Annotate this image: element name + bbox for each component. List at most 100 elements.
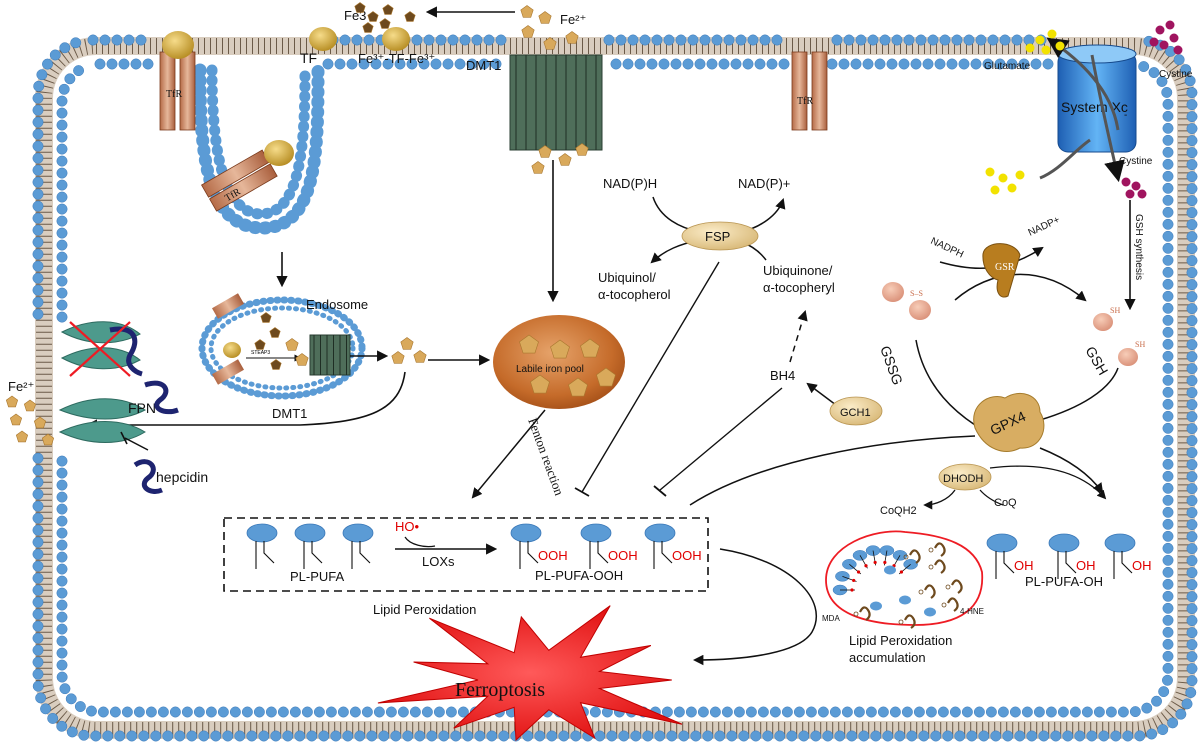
cystine-molecules-outside [1149, 20, 1183, 55]
glutamate-dot [1047, 29, 1057, 39]
pl-pufa-ooh-label: PL-PUFA-OOH [535, 568, 623, 583]
cystine-dot [1149, 37, 1159, 47]
pl-pufa-oh-molecule: OH [1048, 533, 1096, 579]
transferrin-icon [162, 31, 194, 59]
iron-ion-icon [391, 351, 405, 364]
fsp-inhibit-line [581, 261, 720, 493]
oxygen-dot [856, 570, 861, 574]
gch1-label: GCH1 [840, 407, 871, 419]
gsr-label: GSR [995, 262, 1015, 273]
thiol-label-a: SH [1110, 306, 1120, 315]
ferric-iron-icon [260, 312, 272, 323]
hepcidin-inhibit-bar [120, 431, 128, 445]
loxs-label: LOXs [422, 554, 455, 569]
aldehyde-oxygen-icon [928, 547, 934, 553]
pl-pufa-oh-lipids: OH OH OH [986, 533, 1152, 579]
aldehyde-oxygen-icon [945, 584, 951, 590]
glutamate-dot [1055, 41, 1065, 51]
glutamate-dot [1025, 43, 1035, 53]
coqh2-label: CoQH2 [880, 505, 917, 517]
coq-to-dhodh-curve [979, 489, 1004, 506]
iron-ion-icon [543, 37, 557, 50]
cystine-dot [1131, 181, 1141, 191]
fenton-reaction-label: Fenton reaction [525, 416, 567, 498]
iron-ion-icon [15, 430, 29, 443]
ferric-iron-icon [354, 2, 366, 13]
ferric-iron-icon [382, 4, 394, 15]
endosome: STEAP3 [198, 293, 366, 400]
aldehyde-adduct-icon [859, 606, 871, 621]
pl-pufa-oh-molecule: OH [986, 533, 1034, 579]
lipid-group-label: OOH [538, 548, 568, 563]
aldehyde-adduct-icon [947, 597, 959, 612]
iron-ion-icon [520, 5, 534, 18]
lp-accumulation-label-1: Lipid Peroxidation [849, 633, 952, 648]
hne-label: 4-HNE [960, 607, 984, 616]
cystine-dot [1169, 33, 1179, 43]
aldehyde-oxygen-icon [928, 564, 934, 570]
iron-ion-icon [33, 416, 47, 429]
lipid-peroxidation-accumulation: MDA 4-HNE [822, 530, 984, 629]
cystine-import-arrow [1090, 54, 1125, 183]
holo-transferrin-icon [382, 27, 410, 51]
cystine-dot [1155, 25, 1165, 35]
labile-iron-pool-label: Labile iron pool [516, 364, 584, 375]
ferroportin-blocked [60, 321, 143, 377]
cystine-dot [1159, 40, 1169, 50]
fpn-label: FPN [128, 400, 156, 416]
fsp-label: FSP [705, 229, 730, 244]
pl-pufa-ooh-molecule: OOH [644, 523, 702, 569]
lipid-group-label: OOH [608, 548, 638, 563]
endocytic-pit-inner [206, 64, 311, 220]
ubiquinone-label: Ubiquinone/ [763, 263, 833, 278]
tocopherol-label: α-tocopherol [598, 287, 671, 302]
glutamate-dot [1015, 170, 1025, 180]
cell-membrane [32, 34, 1198, 742]
bh4-label: BH4 [770, 368, 795, 383]
pool-iron-ions [519, 334, 616, 397]
lipid-group-label: OH [1076, 558, 1096, 573]
aldehyde-adduct-icon [934, 559, 946, 574]
iron-ion-icon [538, 11, 552, 24]
gssg-to-gsh-arrow [954, 273, 1087, 302]
bh4-to-ubiquinone-arrow [789, 309, 808, 363]
ferroptosis-burst: Ferroptosis [377, 605, 683, 742]
aldehyde-oxygen-icon [898, 619, 904, 625]
steap3-label: STEAP3 [251, 350, 270, 356]
pl-pufa-molecule [342, 523, 374, 569]
fe2-outside-label: Fe²⁺ [8, 379, 34, 394]
pool-iron-ion-icon [568, 377, 588, 397]
ferric-iron-icon [254, 339, 266, 350]
dmt1-endosome-transporter [309, 334, 351, 376]
ferric-iron-icon [367, 11, 379, 22]
oxygen-dot [899, 570, 904, 574]
transferrin-receptor-right: TfR [791, 51, 828, 131]
nadp-fsp-label: NAD(P)+ [738, 176, 790, 191]
oxygen-dot [850, 588, 854, 592]
ferric-iron-icon [270, 359, 282, 370]
apo-transferrin-icon [309, 27, 337, 51]
system-xc-transporter: System Xc - [1057, 44, 1137, 153]
pl-pufa-oh-molecule: OH [1104, 533, 1152, 579]
cystine-molecules-inside [1121, 177, 1147, 199]
pl-pufa-label: PL-PUFA [290, 569, 345, 584]
lp-accumulation-label-2: accumulation [849, 650, 926, 665]
oxygen-dot [864, 564, 868, 568]
nadph-label: NADPH [929, 236, 965, 261]
lipid-group-label: OH [1132, 558, 1152, 573]
aldehyde-adduct-icon [934, 542, 946, 557]
fe-tf-complex-label: Fe³⁺-TF-Fe³⁺ [358, 51, 435, 66]
iron-ion-icon [5, 395, 19, 408]
bh4-inhibit-line [659, 387, 783, 491]
bh4-inhibit-bar [653, 485, 667, 497]
glutamate-dot [1007, 183, 1017, 193]
gch1-to-bh4-arrow [806, 382, 837, 406]
aldehyde-oxygen-icon [918, 589, 924, 595]
cystine-dot [1121, 177, 1131, 187]
block-cross-b [69, 321, 131, 377]
glutamate-exchange-line [1039, 138, 1091, 180]
iron-ion-icon [295, 353, 309, 366]
hydroxyl-radical-label: HO• [395, 519, 420, 534]
pool-iron-ion-icon [550, 339, 570, 359]
